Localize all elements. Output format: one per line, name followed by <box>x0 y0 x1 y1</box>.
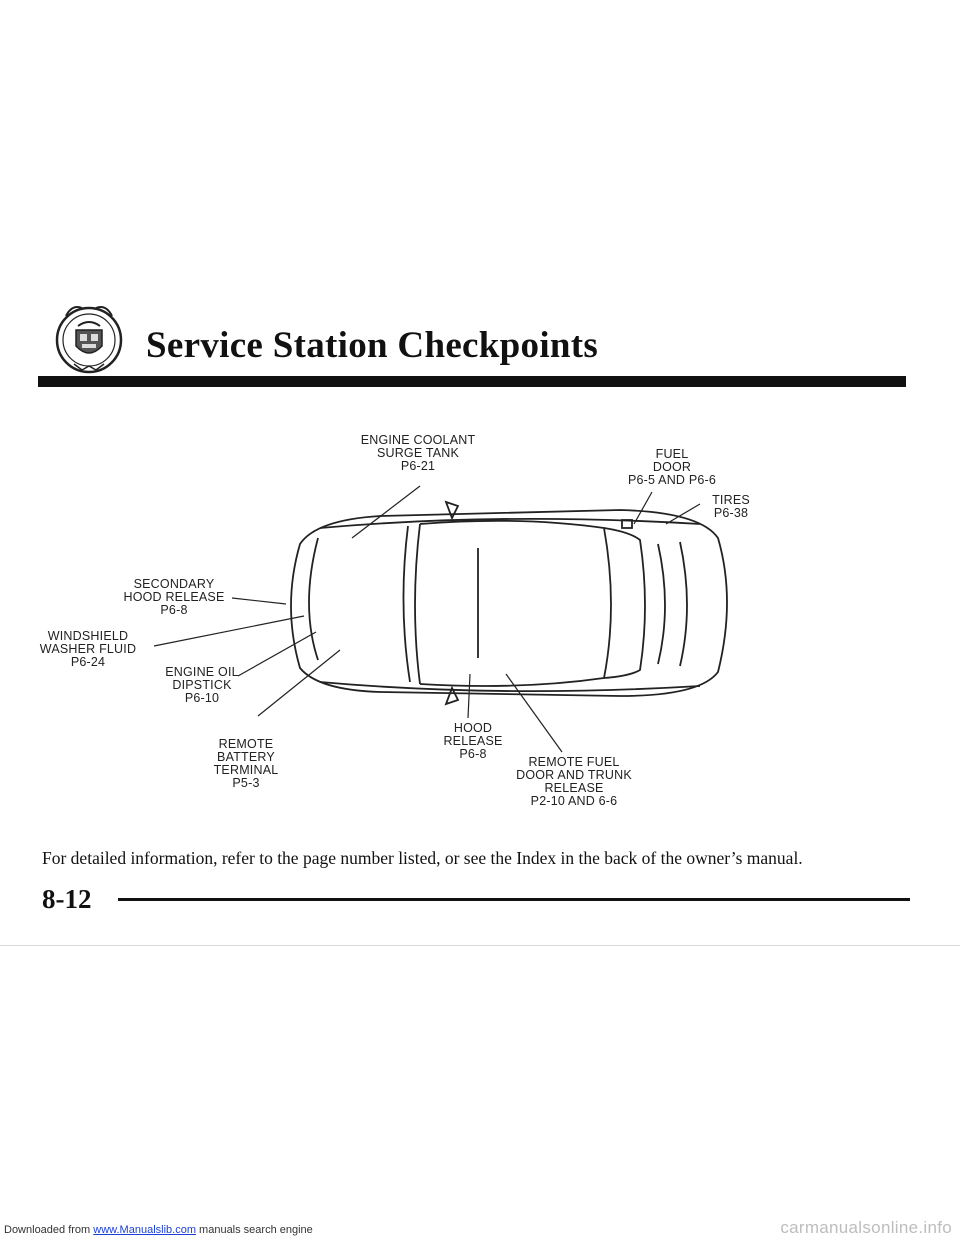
label-trunk-release: REMOTE FUEL DOOR AND TRUNK RELEASE P2-10… <box>516 755 632 808</box>
section-header: Service Station Checkpoints <box>52 300 912 380</box>
label-fuel-door: FUEL DOOR P6-5 AND P6-6 <box>627 447 717 487</box>
download-note: Downloaded from www.Manualslib.com manua… <box>4 1224 313 1236</box>
label-secondary-hood-release: SECONDARY HOOD RELEASE P6-8 <box>123 577 225 617</box>
scan-rule <box>0 945 960 946</box>
page-title: Service Station Checkpoints <box>146 325 599 366</box>
watermark: carmanualsonline.info <box>780 1218 952 1237</box>
label-tires: TIRES P6-38 <box>712 493 750 520</box>
label-remote-battery: REMOTE BATTERY TERMINAL P5-3 <box>213 737 279 790</box>
footer-rule <box>118 898 910 901</box>
download-suffix: manuals search engine <box>199 1224 313 1236</box>
label-engine-coolant: ENGINE COOLANT SURGE TANK P6-21 <box>360 433 476 473</box>
label-engine-oil: ENGINE OIL DIPSTICK P6-10 <box>165 665 239 705</box>
caption-text: For detailed information, refer to the p… <box>42 848 803 868</box>
manualslib-link[interactable]: www.Manualslib.com <box>93 1224 196 1236</box>
cadillac-crest-icon <box>55 306 123 374</box>
title-rule <box>38 376 906 387</box>
car-top-view-illustration <box>153 485 728 753</box>
label-washer-fluid: WINDSHIELD WASHER FLUID P6-24 <box>39 629 137 669</box>
download-prefix: Downloaded from <box>4 1224 91 1236</box>
label-hood-release: HOOD RELEASE P6-8 <box>443 721 503 761</box>
car-diagram: ENGINE COOLANT SURGE TANK P6-21 FUEL DOO… <box>0 420 960 820</box>
page-number: 8-12 <box>42 884 92 914</box>
